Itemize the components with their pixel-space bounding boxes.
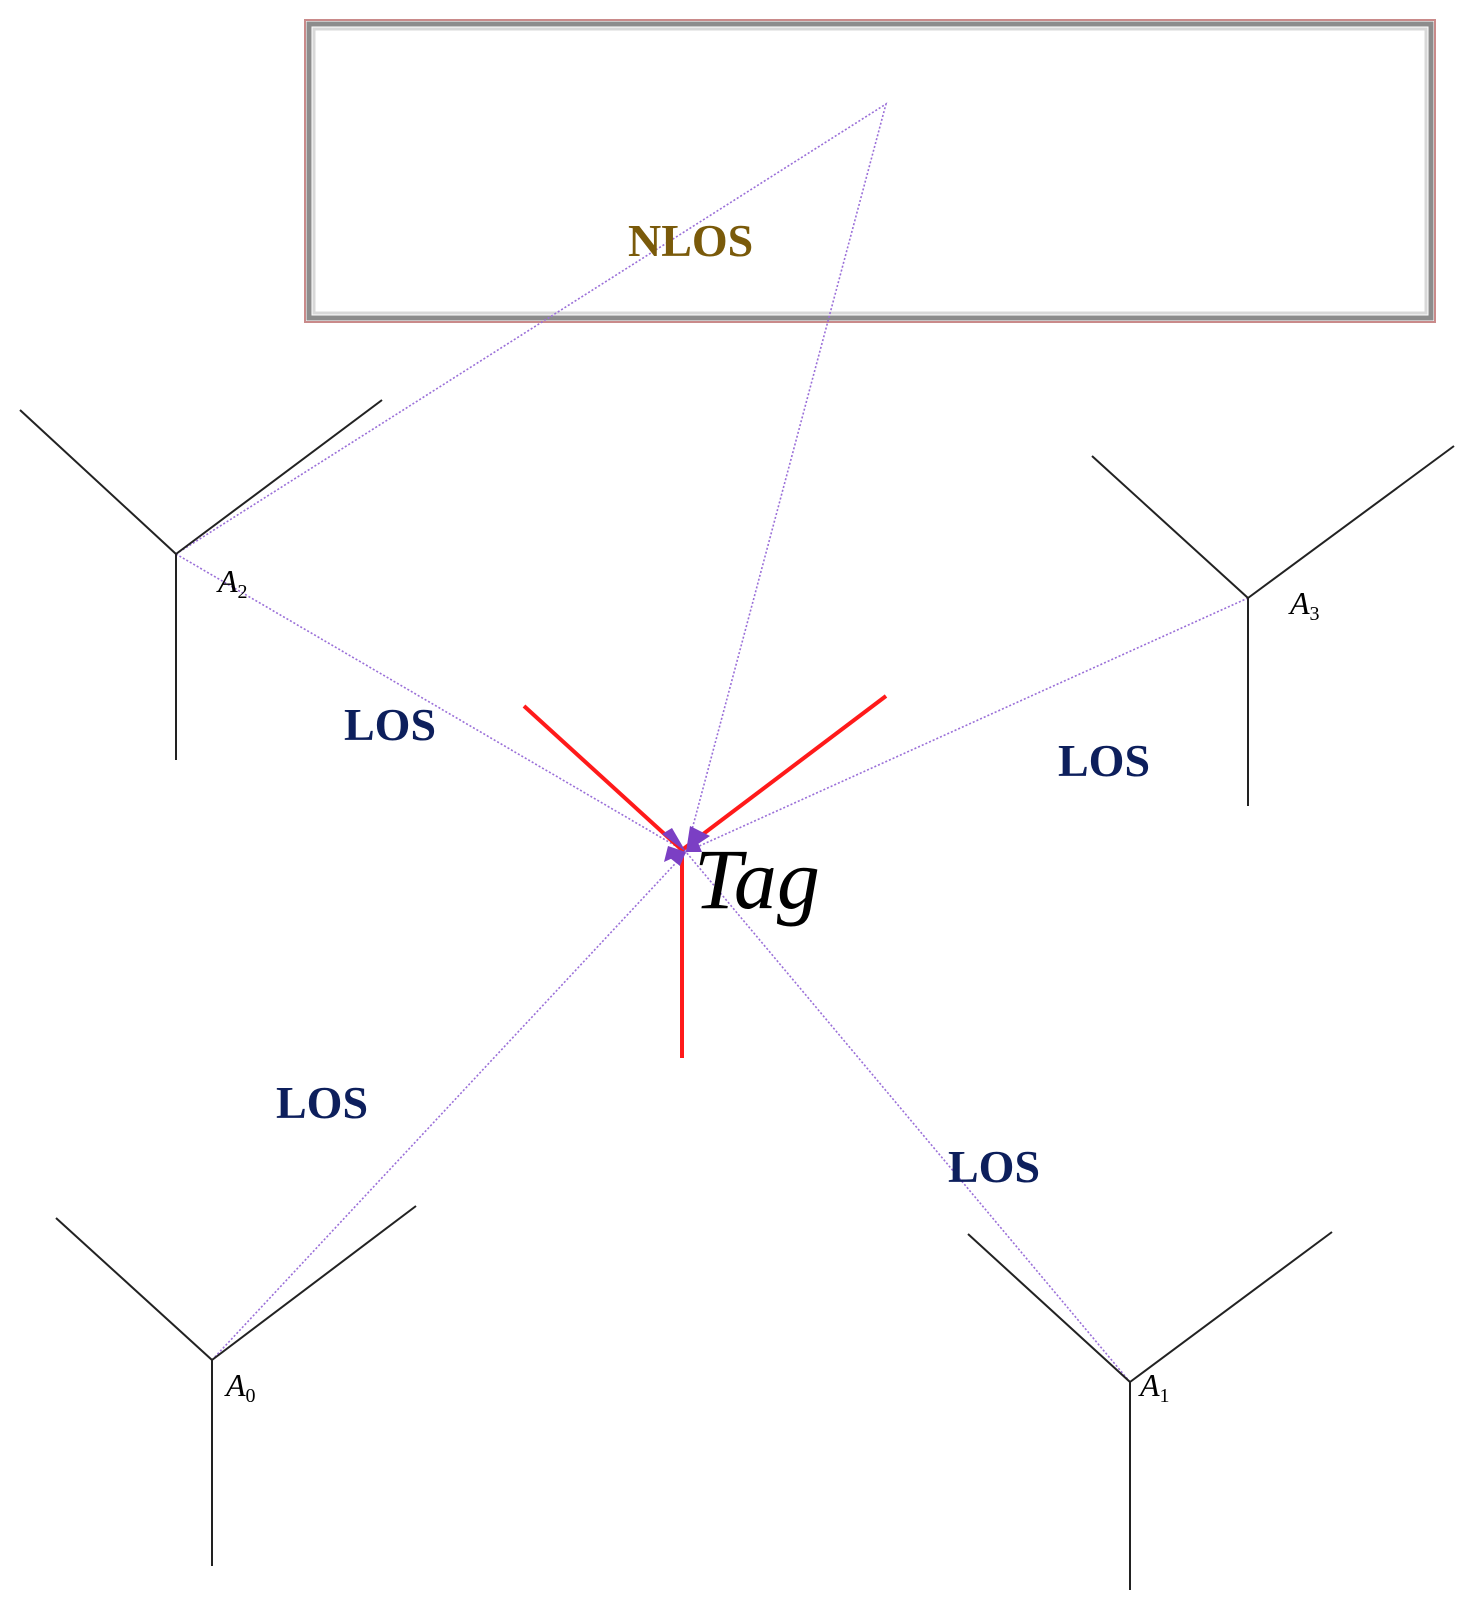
- los-label-a3: LOS: [1058, 735, 1150, 786]
- anchor-label-a3: A3: [1288, 585, 1320, 625]
- anchor-label-a0: A0: [224, 1367, 256, 1407]
- nlos-label: NLOS: [628, 215, 753, 266]
- tag-label: Tag: [694, 831, 820, 927]
- los-path-a3: [685, 597, 1249, 853]
- obstacle-box: [304, 19, 1436, 323]
- anchor-antenna-a2: [19, 399, 383, 760]
- tag-marker-icon: [662, 826, 710, 866]
- anchor-label-a1: A1: [1138, 1367, 1170, 1407]
- los-label-a1: LOS: [948, 1141, 1040, 1192]
- los-path-a2: [175, 553, 687, 853]
- anchor-antenna-a3: [1091, 445, 1455, 806]
- anchor-antenna-a0: [55, 1205, 417, 1566]
- los-path-a1: [685, 851, 1131, 1383]
- nlos-path: [175, 102, 888, 853]
- los-label-a2: LOS: [344, 699, 436, 750]
- los-label-a0: LOS: [276, 1077, 368, 1128]
- tag-antenna: [522, 694, 888, 1058]
- anchor-label-a2: A2: [216, 563, 248, 603]
- anchor-antenna-a1: [967, 1231, 1333, 1590]
- signal-paths: [175, 102, 1249, 1383]
